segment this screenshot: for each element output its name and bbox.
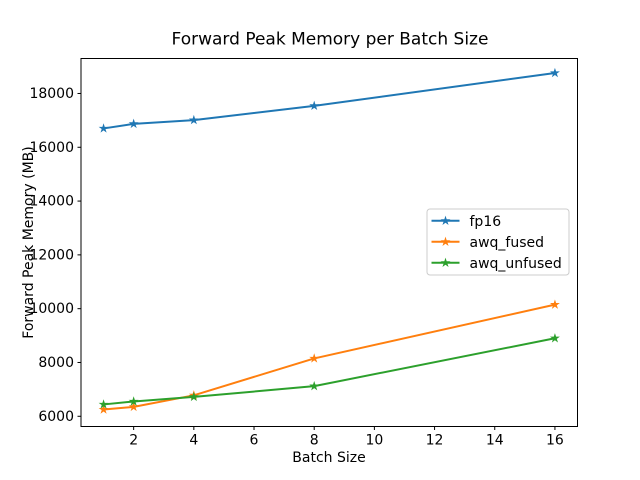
x-tick-label: 2 [129, 433, 138, 449]
y-tick-label: 18000 [29, 86, 74, 102]
data-point-marker-awq_unfused [549, 333, 560, 343]
x-tick-label: 14 [486, 433, 504, 449]
series-line-awq_unfused [103, 337, 556, 406]
data-point-marker-awq_unfused [188, 391, 199, 402]
legend-label: awq_unfused [470, 256, 562, 272]
x-tick-label: 6 [250, 433, 259, 449]
data-point-marker-awq_unfused [309, 380, 320, 391]
x-tick-label: 16 [546, 433, 564, 449]
data-point-marker-fp16 [98, 123, 109, 133]
y-tick-label: 8000 [38, 355, 74, 371]
data-point-marker-fp16 [188, 114, 199, 125]
y-tick-label: 12000 [29, 247, 74, 263]
y-tick-label: 6000 [38, 409, 74, 425]
legend-item-awq_fused: awq_fused [431, 235, 545, 251]
y-axis-label: Forward Peak Memory (MB) [21, 146, 37, 338]
series-line-awq_fused [103, 303, 556, 411]
series-line-fp16 [103, 72, 556, 130]
x-tick-label: 12 [426, 433, 444, 449]
data-point-marker-fp16 [128, 118, 139, 129]
legend-marker-star-icon [440, 257, 451, 268]
data-point-marker-awq_fused [309, 353, 320, 363]
legend-label: awq_fused [470, 235, 545, 251]
data-point-marker-awq_unfused [128, 396, 139, 406]
plot-border-layer [80, 58, 578, 427]
legend-item-fp16: fp16 [431, 214, 502, 230]
x-tick-label: 8 [310, 433, 319, 449]
data-series-layer [98, 67, 560, 414]
legend-label: fp16 [470, 214, 502, 230]
data-point-marker-awq_fused [549, 299, 560, 309]
data-point-marker-awq_fused [128, 401, 139, 412]
chart-title: Forward Peak Memory per Batch Size [172, 30, 489, 50]
plot-border [80, 58, 578, 427]
x-tick-label: 10 [365, 433, 383, 449]
x-axis-label: Batch Size [292, 450, 365, 466]
legend-frame [426, 208, 570, 276]
data-point-marker-awq_unfused [98, 399, 109, 409]
legend: fp16 awq_fused awq_unfused [426, 208, 570, 276]
y-tick-label: 14000 [29, 194, 74, 210]
axes-ticks: 2 4 6 8 10 12 14 16 6000 8000 10000 12000 14000 16000… [29, 86, 563, 449]
data-point-marker-awq_fused [98, 404, 109, 414]
legend-marker-star-icon [440, 236, 451, 247]
y-tick-label: 16000 [29, 140, 74, 156]
data-point-marker-fp16 [309, 100, 320, 111]
y-tick-label: 10000 [29, 301, 74, 317]
legend-item-awq_unfused: awq_unfused [431, 256, 562, 272]
legend-marker-star-icon [440, 215, 451, 226]
x-tick-label: 4 [189, 433, 198, 449]
data-point-marker-fp16 [549, 67, 560, 78]
